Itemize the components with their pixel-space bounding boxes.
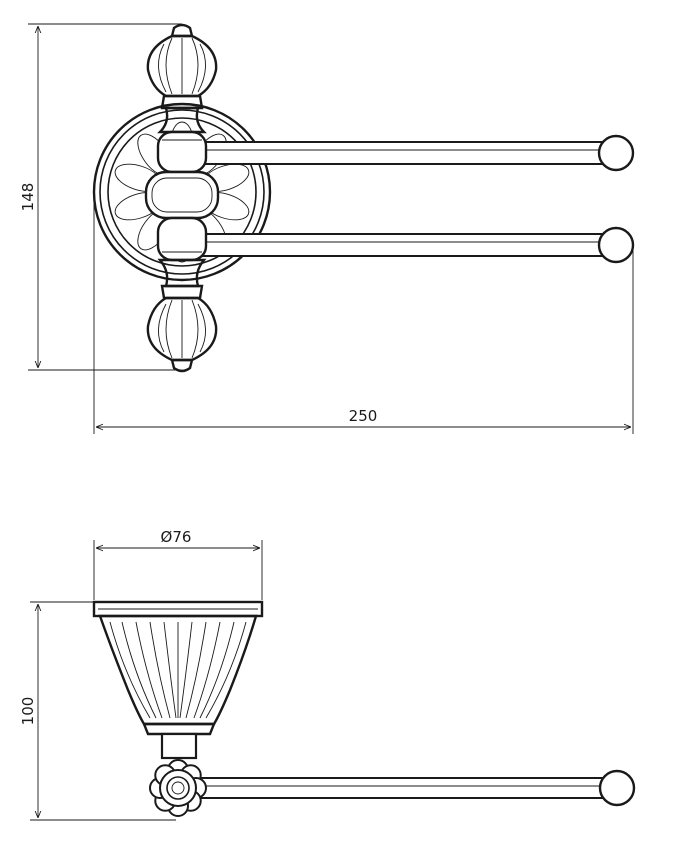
central-column (144, 94, 220, 300)
dimension-width-total: 250 (93, 192, 634, 434)
front-view: 148 250 (19, 23, 635, 434)
swing-arm-lower (195, 226, 635, 264)
ball-end-side (598, 769, 636, 807)
dimension-label-height-front: 148 (19, 183, 37, 212)
dimension-diameter: Ø76 (93, 528, 263, 600)
fluted-cup (92, 600, 264, 736)
finial-top (146, 23, 218, 98)
ball-end-upper (597, 134, 635, 172)
side-view: Ø76 100 (19, 528, 636, 821)
dimension-label-height-side: 100 (19, 697, 37, 726)
dimension-height-front: 148 (19, 23, 182, 371)
finial-bottom (146, 296, 218, 373)
dimension-label-width: 250 (349, 407, 378, 425)
swing-arm-upper (195, 134, 635, 172)
flower-knob (149, 759, 207, 817)
dimension-label-diameter: Ø76 (161, 528, 192, 546)
dimension-height-side: 100 (19, 601, 176, 821)
swing-arm-side (195, 769, 636, 807)
ball-end-lower (597, 226, 635, 264)
stem (160, 732, 198, 760)
